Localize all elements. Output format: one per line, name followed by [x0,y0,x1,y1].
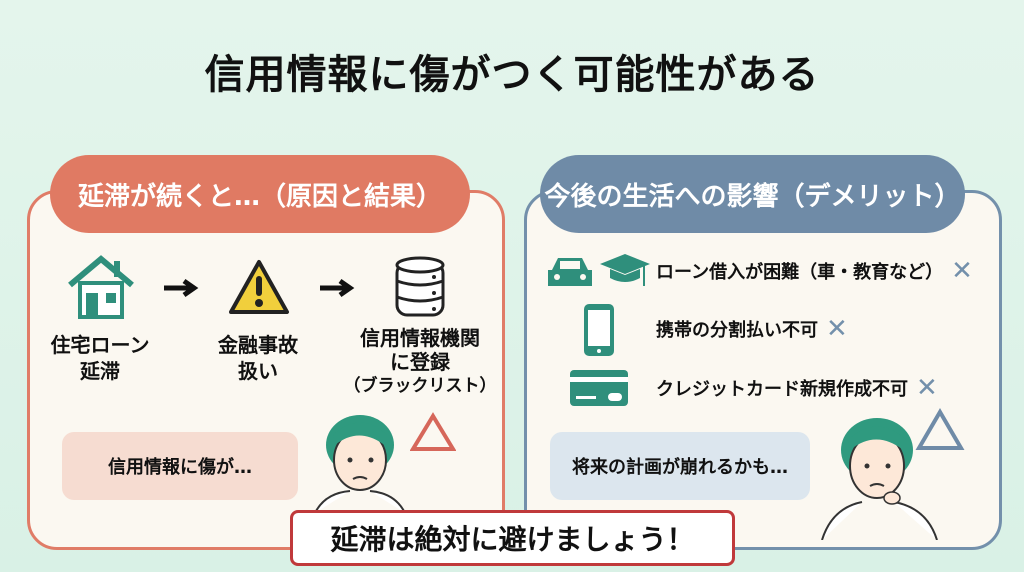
step-label-line: 扱い [238,359,278,383]
impact-row-phone: 携帯の分割払い不可 ✕ [656,314,848,344]
triangle-icon [915,408,965,450]
impact-row-loan: ローン借入が困難（車・教育など） ✕ [656,256,973,286]
worried-person-illustration [314,415,406,513]
database-icon [395,256,445,317]
step-label-line: （ブラックリスト） [343,376,497,396]
step-label-line: 信用情報機関 [360,326,480,350]
step-label-line: 金融事故 [218,333,298,357]
cross-mark-icon: ✕ [951,256,973,286]
credit-card-icon [570,370,628,406]
smartphone-icon [584,304,614,356]
graduation-cap-icon [600,254,650,286]
step-label-line: 住宅ローン [50,333,150,357]
step-label-line: 延滞 [80,359,120,383]
arrow-right-icon [164,278,199,298]
impact-item-phone-installments: 携帯の分割払い不可 [656,320,818,341]
impact-header: 今後の生活への影響（デメリット） [540,155,965,233]
impact-item-loan: ローン借入が困難（車・教育など） [656,262,944,283]
house-icon [68,255,134,319]
speech-bubble-right: 将来の計画が崩れるかも… [550,432,810,500]
arrow-right-icon [320,278,355,298]
car-icon [548,258,592,286]
step-label-line: に登録 [390,350,450,374]
triangle-icon [410,412,456,451]
step-label-financial-accident: 金融事故扱い [198,332,318,384]
worried-person-illustration [821,418,938,540]
cross-mark-icon: ✕ [916,373,938,403]
impact-row-credit-card: クレジットカード新規作成不可 ✕ [656,373,938,403]
step-label-loan-delinquency: 住宅ローン延滞 [40,332,160,384]
cross-mark-icon: ✕ [826,314,848,344]
speech-bubble-left: 信用情報に傷が… [62,432,298,500]
step-label-blacklist: 信用情報機関に登録（ブラックリスト） [340,326,500,398]
page-title: 信用情報に傷がつく可能性がある [204,52,820,98]
cause-result-header: 延滞が続くと…（原因と結果） [50,155,470,233]
impact-item-credit-card: クレジットカード新規作成不可 [656,379,908,400]
warning-banner: 延滞は絶対に避けましょう！ [290,510,735,566]
warning-icon [229,260,289,314]
